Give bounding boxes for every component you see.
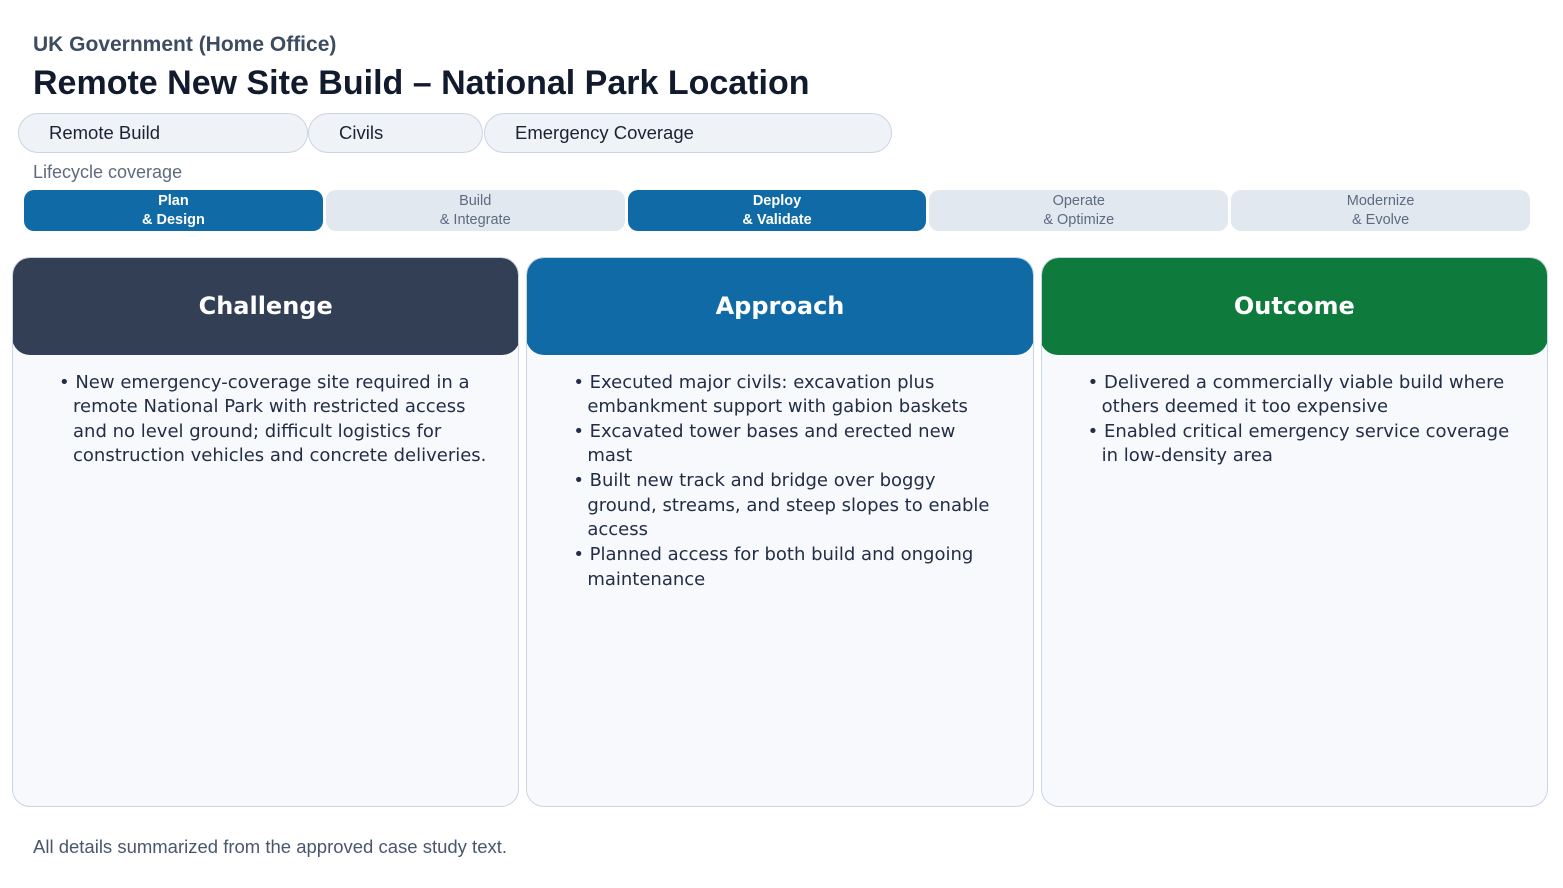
stage-modernize-evolve: Modernize & Evolve [1231,190,1530,231]
challenge-bullet-list: New emergency-coverage site required in … [13,355,518,470]
stage-line1: Deploy [752,193,802,210]
stage-operate-optimize: Operate & Optimize [929,190,1229,231]
outcome-card: Outcome Delivered a commercially viable … [1040,257,1548,807]
lifecycle-label: Lifecycle coverage [33,162,183,182]
tag-row: Remote Build Civils Emergency Coverage [18,113,1563,153]
page-title: Remote New Site Build – National Park Lo… [33,64,810,102]
stage-deploy-validate: Deploy & Validate [627,190,927,231]
bullet-item: Built new track and bridge over boggy gr… [573,469,1002,543]
tag-label: Remote Build [49,122,161,143]
card-title: Outcome [1233,291,1355,320]
outcome-card-header: Outcome [1041,258,1547,355]
footer-note: All details summarized from the approved… [33,836,508,857]
card-title: Challenge [198,291,333,320]
bullet-item: Delivered a commercially viable build wh… [1088,371,1517,420]
stage-line1: Operate [1052,193,1105,210]
stage-plan-design: Plan & Design [24,190,323,231]
tag-label: Civils [339,122,384,143]
tag-label: Emergency Coverage [515,122,694,143]
approach-bullet-list: Executed major civils: excavation plus e… [527,355,1032,593]
tag-civils: Civils [308,113,483,153]
approach-card-header: Approach [527,258,1033,355]
kicker: UK Government (Home Office) [33,33,337,56]
stage-line1: Modernize [1346,193,1415,210]
bullet-item: New emergency-coverage site required in … [59,371,488,470]
bullet-item: Planned access for both build and ongoin… [573,543,1002,592]
lifecycle-bar: Plan & Design Build & Integrate Deploy &… [24,190,1530,231]
card-title: Approach [715,291,845,320]
stage-line2: & Validate [742,211,812,228]
tag-remote-build: Remote Build [18,113,308,153]
stage-build-integrate: Build & Integrate [325,190,625,231]
stage-line1: Build [459,193,492,210]
card-row: Challenge New emergency-coverage site re… [12,257,1548,807]
stage-line2: & Evolve [1351,211,1410,228]
stage-line2: & Optimize [1043,211,1115,228]
bullet-item: Excavated tower bases and erected new ma… [573,420,1002,469]
challenge-card: Challenge New emergency-coverage site re… [12,257,520,807]
stage-line2: & Design [141,211,205,228]
tag-emergency-coverage: Emergency Coverage [484,113,892,153]
challenge-card-header: Challenge [13,258,519,355]
approach-card: Approach Executed major civils: excavati… [526,257,1034,807]
stage-line2: & Integrate [439,211,511,228]
outcome-bullet-list: Delivered a commercially viable build wh… [1042,355,1547,470]
stage-line1: Plan [158,193,189,210]
bullet-item: Executed major civils: excavation plus e… [573,371,1002,420]
bullet-item: Enabled critical emergency service cover… [1088,420,1517,469]
